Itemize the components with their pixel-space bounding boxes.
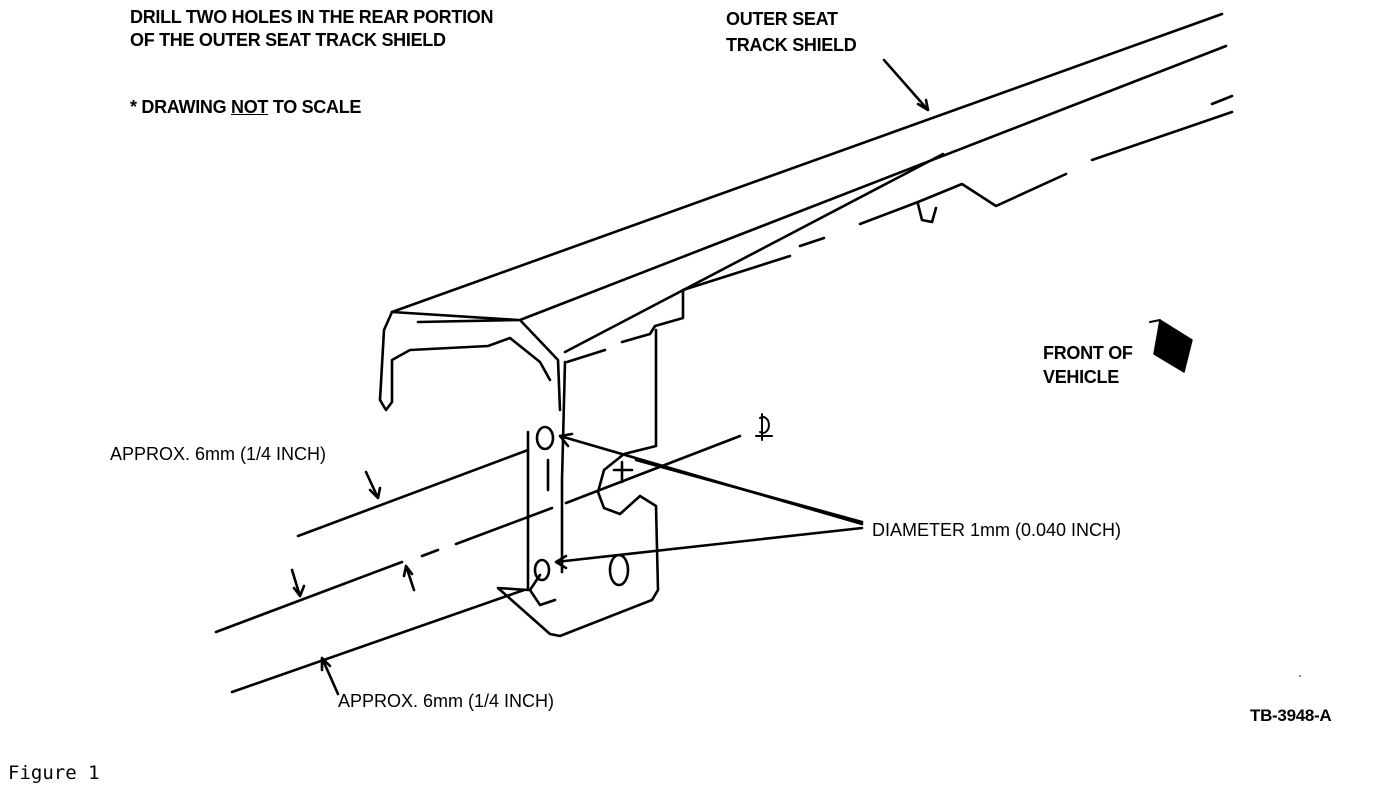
front-label-line-1: FRONT OF — [1043, 343, 1133, 363]
scale-note-prefix: * DRAWING — [130, 97, 232, 117]
diameter-label: DIAMETER 1mm (0.040 INCH) — [872, 520, 1122, 540]
figure-caption: Figure 1 — [8, 762, 100, 784]
upper-offset-leader — [364, 470, 382, 500]
upper-drill-hole — [535, 425, 555, 451]
dim-arrow-left — [290, 568, 306, 598]
scale-note-underlined: NOT — [231, 97, 269, 117]
lower-drill-hole — [533, 558, 551, 582]
scale-note: * DRAWING NOT TO SCALE — [130, 98, 361, 117]
shield-mid-ridge — [563, 152, 945, 354]
diameter-leader-cross — [634, 458, 864, 524]
shield-label-line-2: TRACK SHIELD — [726, 35, 857, 55]
upper-extension-line — [296, 448, 530, 538]
lower-extension-line — [230, 588, 526, 694]
lower-offset-leader — [320, 656, 340, 696]
shield-label-line-1: OUTER SEAT — [726, 9, 838, 29]
drawing-code: TB-3948-A — [1250, 706, 1332, 725]
lower-offset-label: APPROX. 6mm (1/4 INCH) — [338, 691, 555, 711]
center-cross — [612, 460, 634, 484]
shield-leader — [882, 58, 930, 112]
dim-arrow-right — [402, 564, 416, 592]
center-line — [214, 434, 742, 634]
centerline-icon — [755, 413, 773, 441]
diameter-leader-lower — [554, 526, 864, 570]
upper-offset-label: APPROX. 6mm (1/4 INCH) — [110, 444, 327, 464]
mount-plate — [496, 318, 660, 638]
scale-note-suffix: TO SCALE — [268, 97, 362, 117]
front-direction-arrow-icon — [1149, 319, 1193, 373]
shield-upper-ridge — [416, 44, 1228, 324]
plate-slot-hole — [608, 553, 630, 587]
instruction-line-1: DRILL TWO HOLES IN THE REAR PORTION — [130, 7, 494, 27]
shield-left-hook — [378, 310, 552, 412]
shield-top-edge — [390, 12, 1224, 314]
shield-lower-edge — [565, 110, 1234, 364]
front-label-line-2: VEHICLE — [1043, 367, 1119, 387]
instruction-line-2: OF THE OUTER SEAT TRACK SHIELD — [130, 30, 446, 50]
